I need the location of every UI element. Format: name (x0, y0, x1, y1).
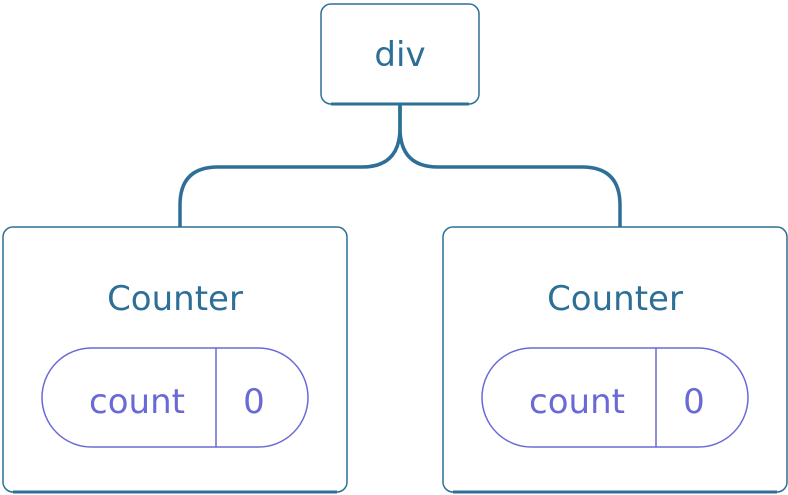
state-name: count (89, 382, 185, 422)
state-pill: count 0 (41, 347, 309, 448)
state-pill: count 0 (481, 347, 749, 448)
root-node-label: div (374, 35, 425, 75)
counter-node-left: Counter count 0 (2, 226, 348, 494)
state-value: 0 (243, 382, 265, 422)
state-value: 0 (683, 382, 705, 422)
connector-root-to-right (398, 102, 622, 228)
counter-label: Counter (107, 279, 243, 319)
counter-label: Counter (547, 279, 683, 319)
state-name: count (529, 382, 625, 422)
counter-node-right: Counter count 0 (442, 226, 788, 494)
root-node: div (320, 3, 480, 106)
connector-root-to-left (178, 102, 402, 228)
tree-connectors (178, 102, 622, 228)
